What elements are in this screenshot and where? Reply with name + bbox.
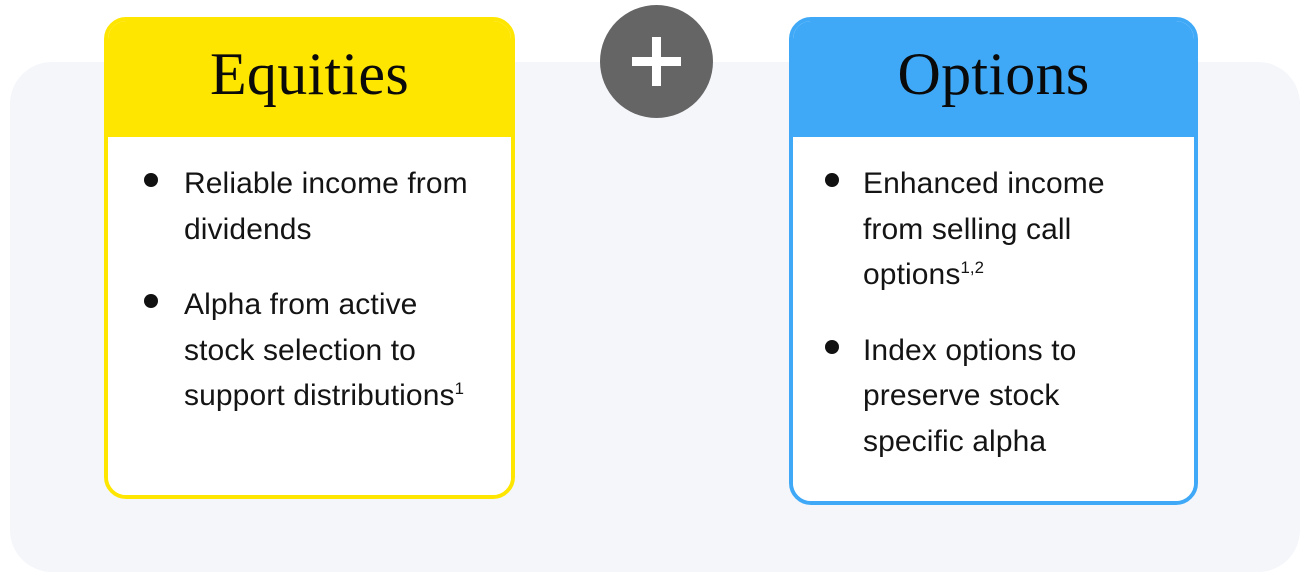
card-options: Options Enhanced income from selling cal… — [789, 17, 1198, 505]
bullet-text: Index options to preserve stock specific… — [863, 328, 1163, 465]
plus-icon — [600, 5, 713, 118]
bullet-text-body: Enhanced income from selling call option… — [863, 167, 1105, 292]
bullet-superscript: 1 — [454, 379, 465, 399]
bullet-text-body: Index options to preserve stock specific… — [863, 333, 1077, 458]
plus-icon-vertical-bar — [652, 37, 661, 86]
list-item: Enhanced income from selling call option… — [811, 161, 1176, 298]
bullet-dot-icon — [825, 173, 839, 187]
bullet-dot-icon — [144, 173, 158, 187]
card-options-title: Options — [897, 41, 1090, 107]
card-equities-title: Equities — [209, 41, 410, 107]
card-options-header: Options — [793, 21, 1194, 137]
card-equities-body: Reliable income from dividends Alpha fro… — [108, 137, 511, 495]
card-options-body: Enhanced income from selling call option… — [793, 137, 1194, 501]
bullet-list-options: Enhanced income from selling call option… — [811, 161, 1176, 465]
bullet-text: Reliable income from dividends — [184, 161, 474, 252]
bullet-dot-icon — [144, 294, 158, 309]
bullet-text-body: Alpha from active stock selection to sup… — [184, 288, 455, 413]
bullet-text: Alpha from active stock selection to sup… — [184, 282, 474, 419]
card-equities-header: Equities — [108, 21, 511, 137]
bullet-dot-icon — [825, 339, 839, 354]
card-equities: Equities Reliable income from dividends … — [104, 17, 515, 499]
bullet-text: Enhanced income from selling call option… — [863, 161, 1163, 298]
bullet-text-body: Reliable income from dividends — [184, 167, 468, 246]
list-item: Reliable income from dividends — [126, 161, 493, 252]
list-item: Alpha from active stock selection to sup… — [126, 282, 493, 419]
bullet-list-equities: Reliable income from dividends Alpha fro… — [126, 161, 493, 419]
bullet-superscript: 1,2 — [960, 258, 985, 278]
list-item: Index options to preserve stock specific… — [811, 328, 1176, 465]
